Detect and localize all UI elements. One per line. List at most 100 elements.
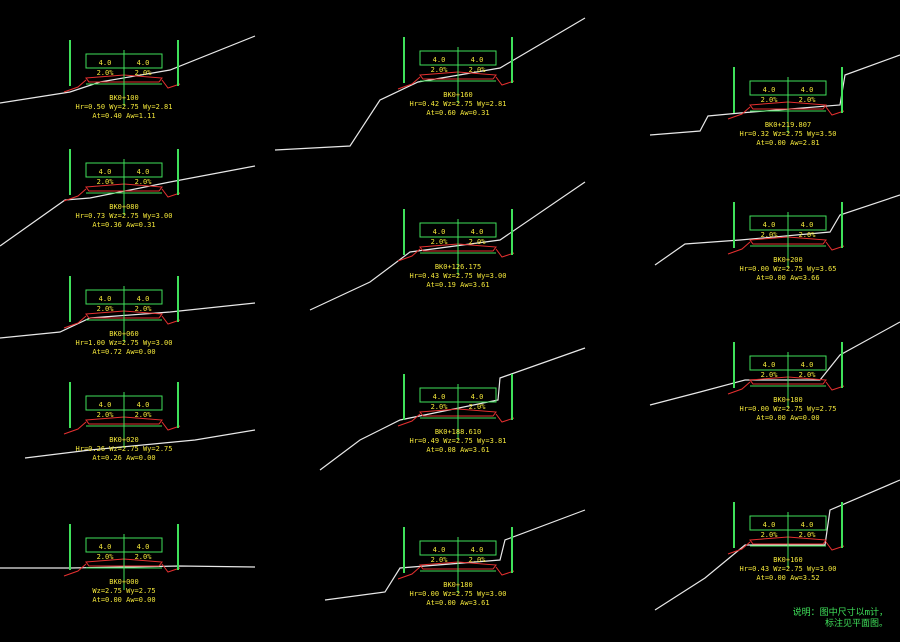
road-surface (419, 561, 497, 570)
slope-left (727, 106, 751, 120)
parameter-label: At=0.72 Aw=0.00 (92, 348, 155, 356)
slope-right (161, 188, 181, 198)
parameter-label: Hr=0.43 Wz=2.75 Wy=3.00 (410, 272, 507, 280)
grade-label: 2.0% (135, 178, 153, 186)
slope-right (825, 381, 845, 391)
slope-left (63, 315, 87, 329)
parameter-label: Wz=2.75 Wy=2.75 (92, 587, 155, 595)
grade-label: 2.0% (431, 238, 449, 246)
parameter-label: At=0.36 Aw=0.31 (92, 221, 155, 229)
road-surface (419, 243, 497, 252)
slope-right (495, 248, 515, 258)
ground-line (649, 321, 900, 406)
road-surface (749, 536, 827, 545)
drawing-note: 说明：图中尺寸以m计， 标注见平面图。 (793, 608, 888, 630)
road-surface (85, 558, 163, 567)
dimension-label: 4.0 (471, 393, 484, 401)
dimension-label: 4.0 (137, 168, 150, 176)
parameter-label: Hr=0.00 Wz=2.75 Wy=3.00 (410, 590, 507, 598)
grade-label: 2.0% (469, 66, 487, 74)
dimension-label: 4.0 (99, 295, 112, 303)
grade-label: 2.0% (97, 411, 115, 419)
dimension-label: 4.0 (99, 168, 112, 176)
grade-label: 2.0% (469, 556, 487, 564)
station-label: BK0+100 (109, 94, 139, 102)
slope-left (397, 413, 421, 427)
station-label: BK0+188.610 (435, 428, 481, 436)
ground-line (309, 181, 586, 311)
station-label: BK0+160 (443, 91, 473, 99)
parameter-label: Hr=0.42 Wz=2.75 Wy=2.81 (410, 100, 507, 108)
ground-line (649, 54, 900, 136)
dimension-label: 4.0 (433, 546, 446, 554)
dimension-label: 4.0 (433, 228, 446, 236)
grade-label: 2.0% (799, 531, 817, 539)
station-label: BK0+180 (443, 581, 473, 589)
parameter-label: At=0.00 Aw=3.52 (756, 574, 819, 582)
dimension-label: 4.0 (137, 401, 150, 409)
station-label: BK0+020 (109, 436, 139, 444)
slope-right (161, 563, 181, 573)
road-surface (419, 71, 497, 80)
slope-right (495, 566, 515, 576)
dimension-label: 4.0 (99, 401, 112, 409)
dimension-label: 4.0 (763, 521, 776, 529)
dimension-label: 4.0 (763, 221, 776, 229)
parameter-label: At=0.19 Aw=3.61 (426, 281, 489, 289)
slope-right (825, 106, 845, 116)
slope-right (825, 241, 845, 251)
parameter-label: At=0.00 Aw=0.00 (92, 596, 155, 604)
station-label: BK0+000 (109, 578, 139, 586)
grade-label: 2.0% (431, 66, 449, 74)
parameter-label: At=0.60 Aw=0.31 (426, 109, 489, 117)
parameter-label: Hr=0.32 Wz=2.75 Wy=3.50 (740, 130, 837, 138)
station-label: BK0+219.807 (765, 121, 811, 129)
road-surface (85, 310, 163, 319)
parameter-label: At=0.26 Aw=0.00 (92, 454, 155, 462)
road-surface (749, 376, 827, 385)
grade-label: 2.0% (469, 403, 487, 411)
drawing-note-line-2: 标注见平面图。 (824, 619, 888, 629)
grade-label: 2.0% (97, 305, 115, 313)
grade-label: 2.0% (761, 371, 779, 379)
dimension-label: 4.0 (471, 228, 484, 236)
slope-left (63, 421, 87, 435)
slope-left (727, 381, 751, 395)
parameter-label: Hr=1.00 Wz=2.75 Wy=3.00 (76, 339, 173, 347)
dimension-label: 4.0 (99, 543, 112, 551)
parameter-label: At=0.00 Aw=3.66 (756, 274, 819, 282)
slope-right (825, 541, 845, 551)
dimension-label: 4.0 (433, 393, 446, 401)
slope-right (495, 76, 515, 86)
dimension-label: 4.0 (137, 543, 150, 551)
dimension-label: 4.0 (99, 59, 112, 67)
grade-label: 2.0% (97, 553, 115, 561)
dimension-label: 4.0 (763, 86, 776, 94)
slope-left (727, 541, 751, 555)
grade-label: 2.0% (135, 411, 153, 419)
drawing-note-line-1: 说明：图中尺寸以m计， (792, 608, 888, 618)
slope-left (397, 76, 421, 90)
parameter-label: Hr=0.00 Wz=2.75 Wy=3.65 (740, 265, 837, 273)
ground-line (0, 35, 256, 104)
parameter-label: At=0.08 Aw=3.61 (426, 446, 489, 454)
road-surface (85, 74, 163, 83)
grade-label: 2.0% (135, 553, 153, 561)
station-label: BK0+200 (773, 256, 803, 264)
grade-label: 2.0% (97, 178, 115, 186)
slope-right (161, 79, 181, 89)
parameter-label: Hr=0.26 Wz=2.75 Wy=2.75 (76, 445, 173, 453)
road-surface (85, 416, 163, 425)
road-surface (749, 236, 827, 245)
